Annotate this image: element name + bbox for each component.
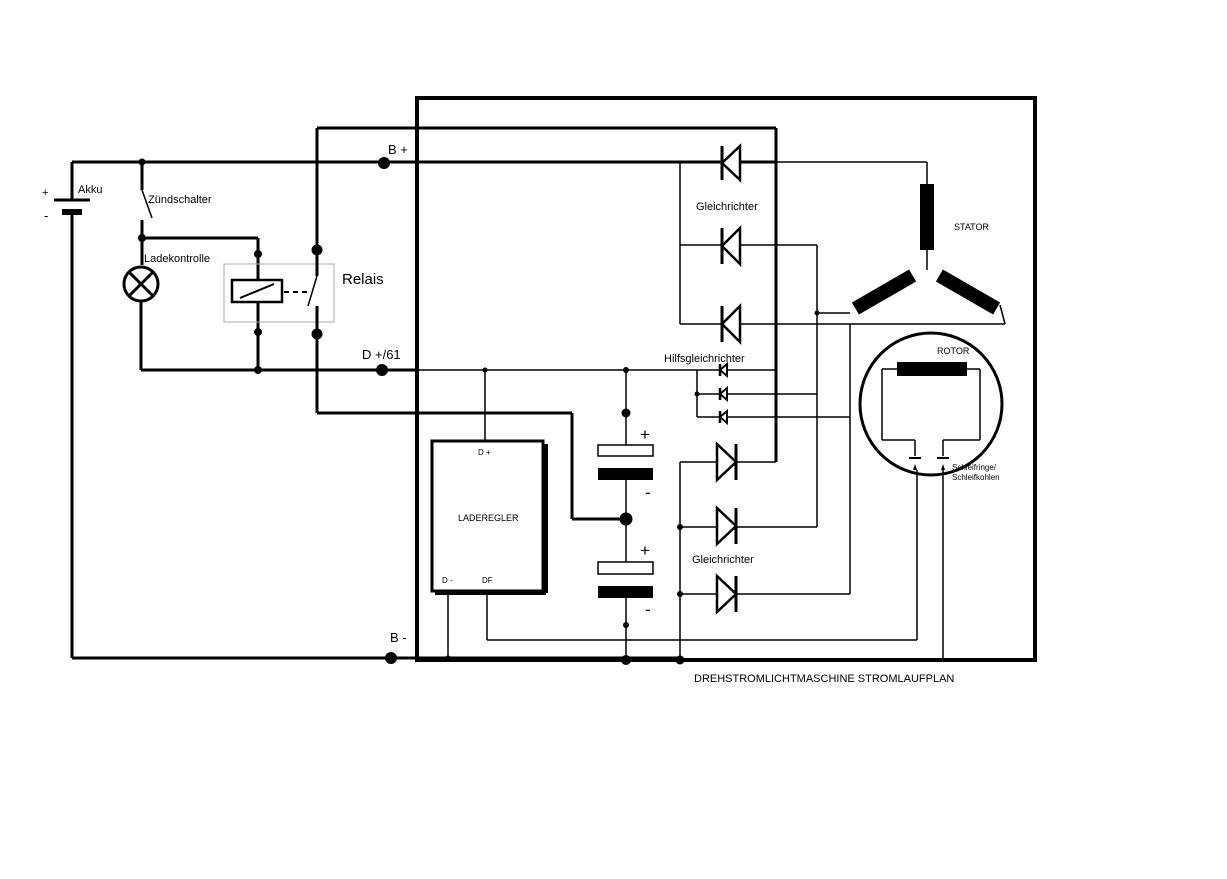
cap2-plus-label: + — [640, 541, 650, 560]
ladekontrolle-label: Ladekontrolle — [144, 253, 210, 265]
zuendschalter-label: Zündschalter — [148, 194, 212, 206]
cap2-minus-label: - — [645, 600, 651, 619]
gleichrichter-bottom-label: Gleichrichter — [692, 554, 754, 566]
alternator-housing — [415, 96, 1037, 662]
laderegler-d-minus-label: D - — [442, 576, 453, 585]
b-minus-terminal — [385, 652, 397, 664]
battery-minus-label: - — [44, 208, 48, 223]
cap1-plus-label: + — [640, 425, 650, 444]
d-plus-terminal — [376, 364, 388, 376]
b-plus-terminal — [378, 157, 390, 169]
battery-plus-label: + — [42, 187, 48, 199]
gleichrichter-top-label: Gleichrichter — [696, 201, 758, 213]
aux-diode-1 — [718, 361, 728, 379]
capacitor-1 — [597, 444, 654, 480]
rotor — [858, 331, 1004, 658]
laderegler-df-label: DF — [482, 576, 493, 585]
rectifier-diode-lower-1 — [680, 441, 776, 483]
stator-winding — [776, 161, 1006, 325]
rotor-label: ROTOR — [937, 346, 970, 356]
schleifringe-label-2: Schleifkohlen — [952, 473, 1000, 482]
battery-symbol — [54, 162, 90, 658]
b-minus-label: B - — [390, 630, 407, 645]
rectifier-diode-lower-3 — [680, 573, 850, 615]
stator-label: STATOR — [954, 222, 990, 232]
hilfsgleichrichter-label: Hilfsgleichrichter — [664, 353, 745, 365]
lamp-icon — [122, 265, 160, 370]
aux-diode-2 — [697, 385, 817, 403]
aux-diode-3 — [697, 408, 850, 426]
ignition-switch — [138, 158, 153, 265]
rectifier-diode-upper-2 — [680, 224, 817, 268]
laderegler-box — [430, 439, 548, 595]
akku-label: Akku — [78, 184, 102, 196]
laderegler-label: LADEREGLER — [458, 513, 519, 523]
rectifier-diode-upper-3 — [680, 302, 1005, 346]
rectifier-diode-upper-1 — [680, 143, 776, 183]
b-plus-label: B + — [388, 142, 408, 157]
laderegler-d-plus-label: D + — [478, 448, 491, 457]
relay-contact — [307, 128, 323, 413]
schleifringe-label-1: Schleifringe/ — [952, 463, 997, 472]
relay-coil-icon — [230, 278, 308, 304]
diagram-caption: DREHSTROMLICHTMASCHINE STROMLAUFPLAN — [694, 673, 954, 685]
capacitor-2 — [597, 561, 654, 598]
d-plus-61-label: D +/61 — [362, 347, 401, 362]
cap1-minus-label: - — [645, 483, 651, 502]
rectifier-diode-lower-2 — [680, 505, 817, 547]
relais-label: Relais — [342, 271, 384, 288]
relay-box — [223, 263, 335, 323]
